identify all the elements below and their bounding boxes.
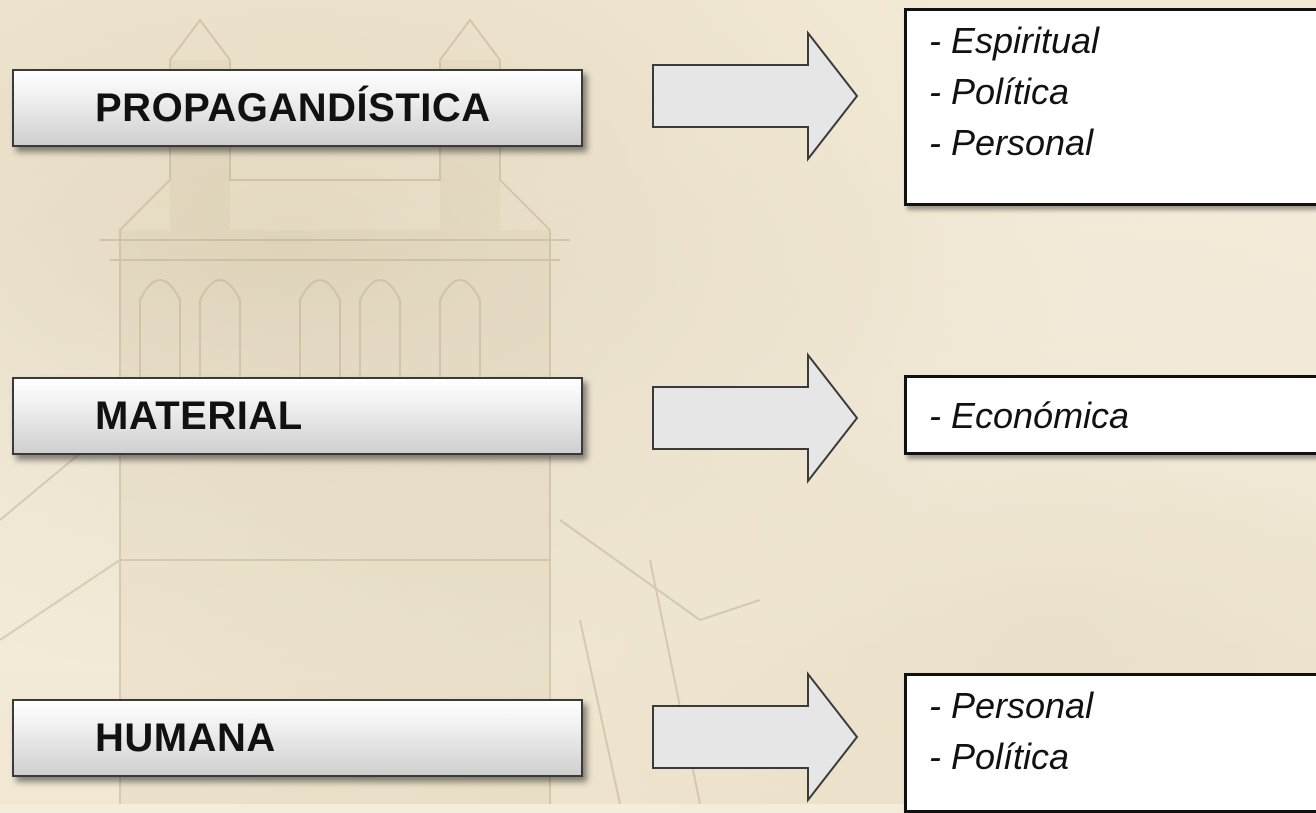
list-item: - Política <box>929 736 1070 777</box>
list-item: - Personal <box>929 685 1094 726</box>
list-item: - Económica <box>929 395 1130 436</box>
items-box-propagandistica: - Espiritual - Política - Personal <box>904 8 1316 206</box>
right-arrow-icon <box>652 671 859 803</box>
list-item: - Política <box>929 71 1070 112</box>
right-arrow-icon <box>652 30 859 162</box>
list-item: - Personal <box>929 122 1094 163</box>
category-box-propagandistica: PROPAGANDÍSTICA <box>12 69 583 147</box>
right-arrow-icon <box>652 352 859 484</box>
list-item: - Espiritual <box>929 20 1100 61</box>
category-box-material: MATERIAL <box>12 377 583 455</box>
category-label: MATERIAL <box>95 393 303 438</box>
items-box-humana: - Personal - Política <box>904 673 1316 813</box>
category-label: PROPAGANDÍSTICA <box>95 85 491 130</box>
category-label: HUMANA <box>95 715 276 760</box>
items-box-material: - Económica <box>904 375 1316 455</box>
category-box-humana: HUMANA <box>12 699 583 777</box>
